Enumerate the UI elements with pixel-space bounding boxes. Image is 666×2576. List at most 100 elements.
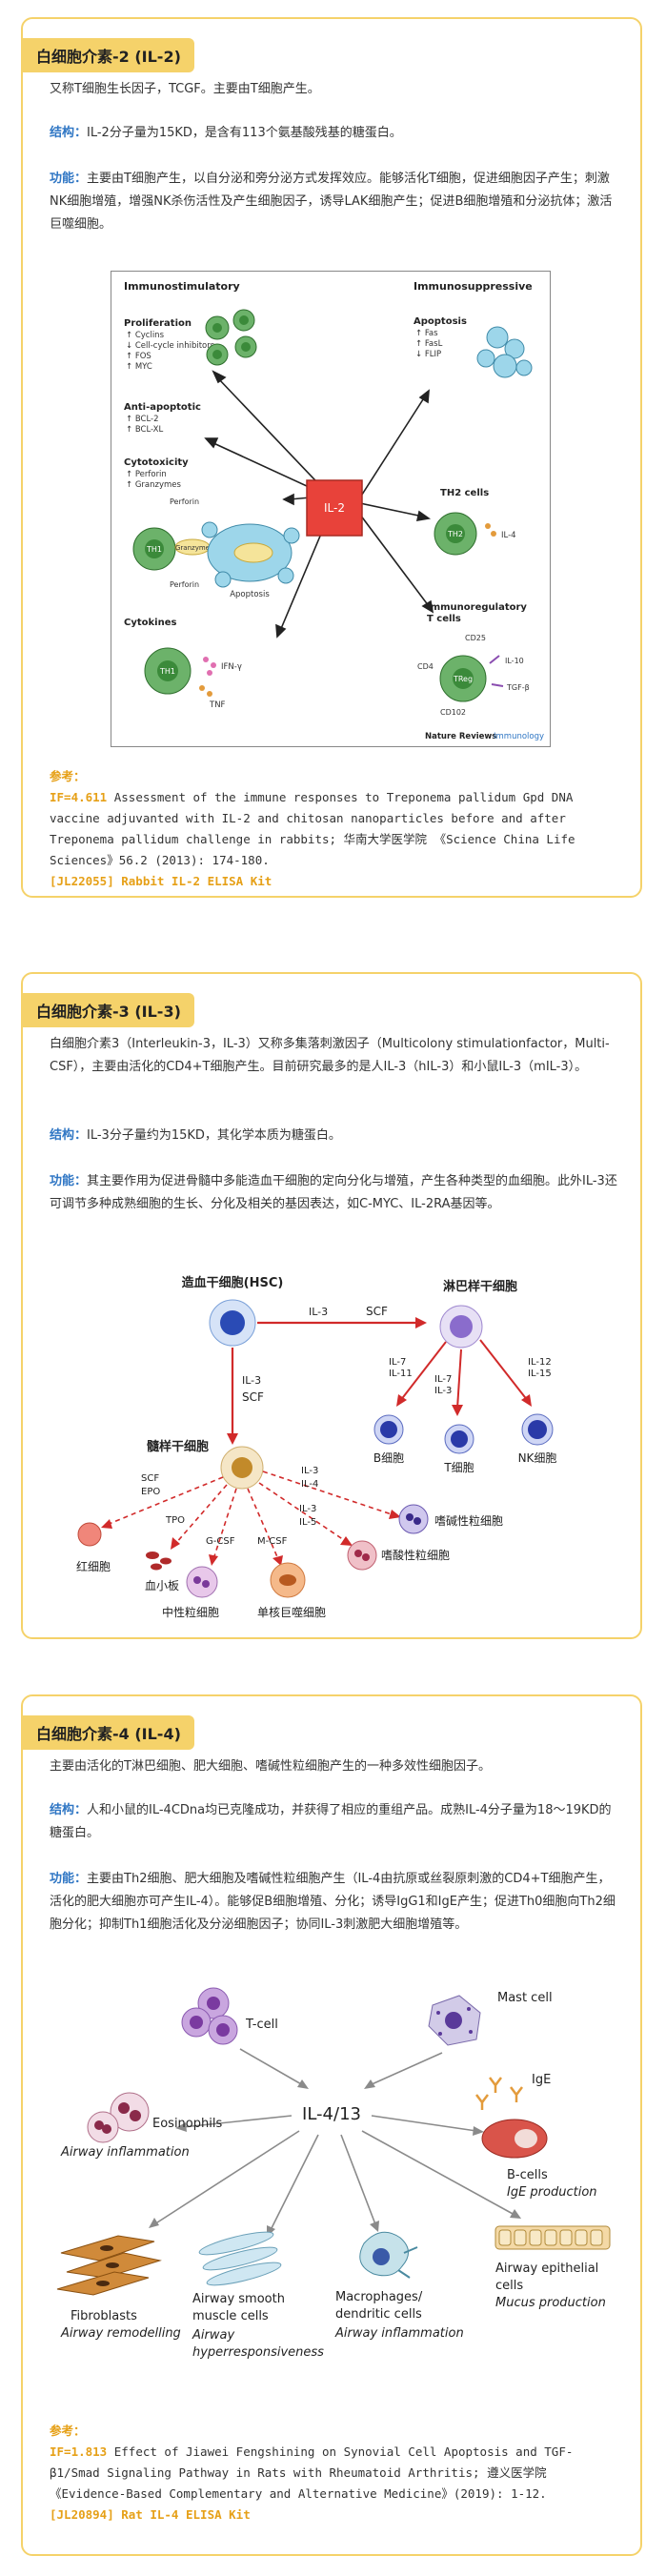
il2-fig-perforin-a: Perforin — [170, 497, 199, 506]
il2-fig-immunosuppressive: Immunosuppressive — [414, 280, 533, 293]
il2-ref-citation: IF=4.611 Assessment of the immune respon… — [50, 787, 621, 871]
il2-fig-il10: IL-10 — [505, 657, 524, 665]
il3-eosinophil-label: 嗜酸性粒细胞 — [381, 1548, 450, 1562]
il3-epo: EPO — [141, 1487, 160, 1497]
il4-ref-citation: IF=1.813 Effect of Jiawei Fengshining on… — [50, 2442, 621, 2505]
il2-diagram: Immunostimulatory Immunosuppressive IL-2… — [111, 271, 551, 747]
il2-fig-tnf: TNF — [209, 700, 226, 710]
il3-diagram: 造血干细胞(HSC) IL-3 SCF 淋巴样干细胞 IL-3 SCF — [76, 1275, 556, 1619]
il4-macro-2: dendritic cells — [335, 2307, 422, 2322]
il2-th1-label-b: TH1 — [159, 667, 175, 676]
il3-il3-c: IL-3 — [434, 1386, 452, 1396]
il4-epi-icon — [494, 2225, 611, 2250]
il4-structure: 结构：人和小鼠的IL-4CDna均已克隆成功，并获得了相应的重组产品。成熟IL-… — [50, 1799, 621, 1845]
il3-card: 白细胞介素-3 (IL-3) 白细胞介素3（Interleukin-3，IL-3… — [21, 972, 642, 1639]
il2-fig-source-b: Immunology — [494, 732, 544, 741]
il4-kit-link[interactable]: [JL20894] Rat IL-4 ELISA Kit — [50, 2507, 251, 2522]
il3-card-title: 白细胞介素-3 (IL-3) — [23, 993, 194, 1027]
il2-fig-anti-1: ↑ BCL-XL — [126, 425, 163, 435]
il2-ref-text: Assessment of the immune responses to Tr… — [50, 790, 575, 867]
il2-intro: 又称T细胞生长因子，TCGF。主要由T细胞产生。 — [50, 82, 320, 96]
il4-tcell-icon — [181, 1987, 238, 2045]
il4-hyper-2: hyperresponsiveness — [192, 2345, 324, 2360]
il3-rbc-label: 红细胞 — [76, 1559, 111, 1573]
il4-diagram: T-cell Mast cell IL-4/13 — [56, 1987, 611, 2360]
il3-myeloid-label: 髓样干细胞 — [147, 1439, 209, 1454]
il2-reference: 参考： IF=4.611 Assessment of the immune re… — [50, 766, 621, 892]
il3-function-text: 其主要作用为促进骨髓中多能造血干细胞的定向分化与增殖，产生各种类型的血细胞。此外… — [50, 1174, 617, 1211]
il4-eos-icon — [87, 2092, 150, 2143]
il4-ref-if: IF=1.813 — [50, 2444, 108, 2459]
il4-bcells-label: B-cells — [507, 2168, 548, 2182]
il2-fig-anti: Anti-apoptotic — [124, 402, 201, 413]
il4-mast-icon — [428, 1995, 481, 2046]
il2-fig-source-a: Nature Reviews — [425, 732, 496, 741]
il3-bcell-label: B细胞 — [373, 1451, 404, 1465]
il3-tcell-label: T细胞 — [443, 1461, 474, 1474]
il2-fig-cyto-1: ↑ Granzymes — [126, 480, 182, 490]
il4-macro-1: Macrophages/ — [335, 2290, 423, 2304]
il2-fig-proliferation: Proliferation — [124, 318, 192, 329]
il3-il15: IL-15 — [528, 1369, 552, 1379]
il4-ref-label: 参考： — [50, 2424, 86, 2438]
il4-mucus: Mucus production — [495, 2296, 606, 2310]
il2-fig-ifn: IFN-γ — [221, 662, 242, 672]
il2-function: 功能：主要由T细胞产生，以自分泌和旁分泌方式发挥效应。能够活化T细胞，促进细胞因… — [50, 168, 621, 236]
il2-fig-prolif-0: ↑ Cyclins — [126, 331, 165, 340]
il2-fig-cyto-0: ↑ Perforin — [126, 470, 167, 479]
il3-basophil-label: 嗜碱性粒细胞 — [434, 1513, 503, 1528]
il4-function-label: 功能： — [50, 1872, 88, 1886]
il2-apoptosis-cluster — [201, 521, 300, 588]
il3-down-scf: SCF — [242, 1390, 264, 1404]
il2-fig-prolif-3: ↑ MYC — [126, 362, 152, 372]
il4-ige-prod: IgE production — [507, 2185, 597, 2200]
il2-kit-link[interactable]: [JL22055] Rabbit IL-2 ELISA Kit — [50, 874, 272, 888]
il2-fig-apop-0: ↑ Fas — [415, 329, 438, 338]
il4-eos-label: Eosinophils — [152, 2117, 222, 2131]
il2-fig-th2-cells: TH2 cells — [440, 488, 489, 498]
il3-il3-d: IL-3 — [301, 1466, 318, 1476]
il4-reference: 参考： IF=1.813 Effect of Jiawei Fengshinin… — [50, 2421, 621, 2525]
il4-card-title: 白细胞介素-4 (IL-4) — [23, 1715, 194, 1750]
il3-function-label: 功能： — [50, 1174, 88, 1188]
il3-il7-a: IL-7 — [389, 1357, 406, 1368]
il3-down-il3: IL-3 — [242, 1374, 261, 1387]
il2-card: 白细胞介素-2 (IL-2) 又称T细胞生长因子，TCGF。主要由T细胞产生。 … — [21, 17, 642, 898]
il3-basophil-icon — [398, 1504, 429, 1534]
il4-mast-label: Mast cell — [497, 1991, 553, 2005]
il3-rbc-icon — [77, 1522, 102, 1547]
il4-hyper-1: Airway — [192, 2328, 234, 2343]
il2-center-box — [306, 479, 363, 537]
il2-function-text: 主要由T细胞产生，以自分泌和旁分泌方式发挥效应。能够活化T细胞，促进细胞因子产生… — [50, 172, 613, 232]
il2-structure-text: IL-2分子量为15KD，是含有113个氨基酸残基的糖蛋白。 — [87, 126, 402, 140]
il4-function-text: 主要由Th2细胞、肥大细胞及嗜碱性粒细胞产生（IL-4由抗原或丝裂原刺激的CD4… — [50, 1872, 616, 1932]
il2-fig-prolif-1: ↓ Cell-cycle inhibitors — [126, 341, 215, 351]
il2-ref-if: IF=4.611 — [50, 790, 108, 804]
il4-epi-1: Airway epithelial — [495, 2262, 598, 2276]
il3-il12: IL-12 — [528, 1357, 552, 1368]
il2-fig-apop-1: ↑ FasL — [415, 339, 443, 349]
il2-fig-cytokines: Cytokines — [124, 618, 176, 628]
il3-platelet-icon — [146, 1552, 172, 1571]
il2-apoptosis-bubbles — [476, 326, 533, 378]
il2-granzyme-label: Granzyme — [175, 544, 210, 552]
il2-function-label: 功能： — [50, 172, 88, 186]
il2-fig-apoptosis: Apoptosis — [414, 316, 467, 327]
il4-ref-text: Effect of Jiawei Fengshining on Synovial… — [50, 2444, 574, 2501]
il2-prolif-cells — [205, 309, 257, 366]
il4-airway-infl-a: Airway inflammation — [60, 2145, 190, 2160]
il4-center-label: IL-4/13 — [302, 2104, 361, 2124]
il4-fibro-label: Fibroblasts — [71, 2309, 137, 2323]
il2-fig-prolif-2: ↑ FOS — [126, 352, 151, 361]
il4-structure-text: 人和小鼠的IL-4CDna均已克隆成功，并获得了相应的重组产品。成熟IL-4分子… — [50, 1803, 612, 1840]
il3-function: 功能：其主要作用为促进骨髓中多能造血干细胞的定向分化与增殖，产生各种类型的血细胞… — [50, 1170, 621, 1216]
il2-fig-il4: IL-4 — [501, 531, 516, 540]
il3-gcsf: G-CSF — [206, 1536, 235, 1547]
il2-fig-apoptosis-lower: Apoptosis — [230, 590, 270, 599]
il3-scf-c: SCF — [141, 1473, 159, 1484]
il2-fig-perforin-b: Perforin — [170, 580, 199, 589]
il3-mcsf: M-CSF — [257, 1536, 288, 1547]
il2-fig-tgfb: TGF-β — [506, 683, 530, 692]
il4-intro: 主要由活化的T淋巴细胞、肥大细胞、嗜碱性粒细胞产生的一种多效性细胞因子。 — [50, 1759, 491, 1774]
il3-tpo: TPO — [165, 1515, 185, 1526]
